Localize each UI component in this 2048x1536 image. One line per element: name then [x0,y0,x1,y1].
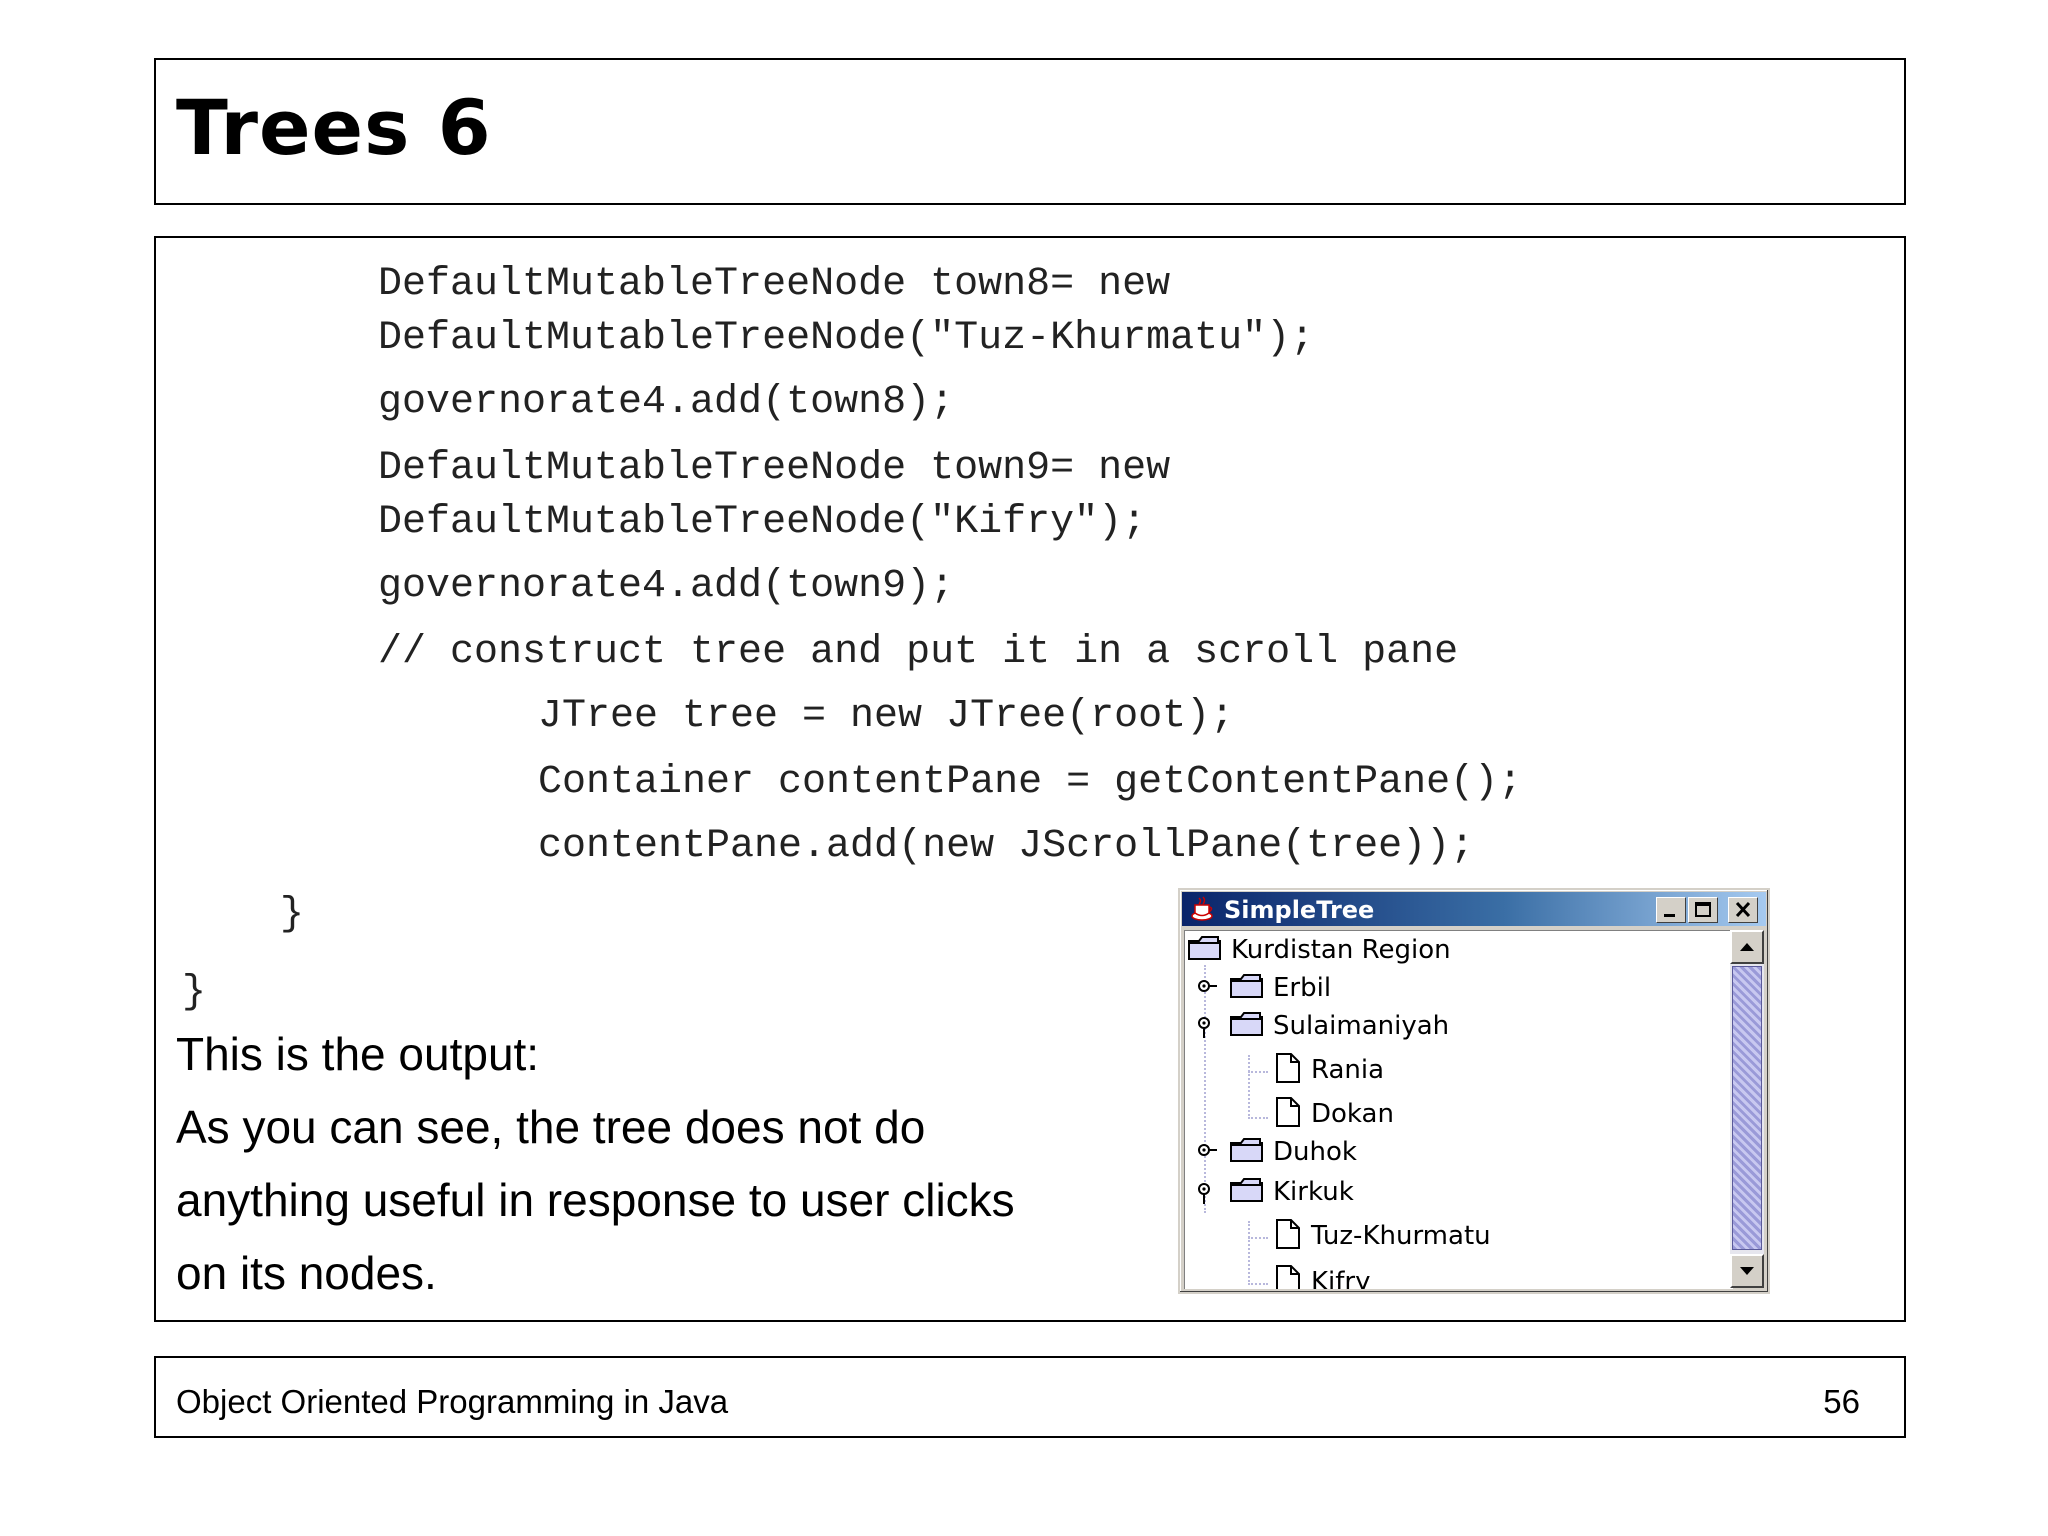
tree-node-erbil[interactable]: Erbil [1193,971,1393,1005]
simple-tree-window: SimpleTree [1178,888,1770,1294]
footer-course-title: Object Oriented Programming in Java [176,1383,729,1420]
tree-node-dokan[interactable]: Dokan [1273,1095,1473,1129]
tree-node-label: Kifry [1311,1267,1371,1289]
folder-icon [1188,936,1221,960]
tree-node-label: Duhok [1273,1137,1357,1167]
java-cup-icon [1188,895,1216,923]
minimize-icon [1664,914,1675,917]
code-comment: // construct tree and put it in a scroll… [378,630,1459,675]
tree-node-label: Tuz-Khurmatu [1311,1221,1491,1251]
tree-connector [1248,1055,1250,1119]
maximize-button[interactable] [1688,897,1718,923]
tree-connector [1248,1221,1250,1285]
code-brace: } [182,970,207,1015]
tree-node-tuz-khurmatu[interactable]: Tuz-Khurmatu [1273,1217,1533,1251]
document-icon [1276,1053,1300,1083]
tree-node-label: Rania [1311,1055,1385,1085]
page-number: 56 [1823,1383,1860,1420]
expanded-handle-icon[interactable] [1193,1009,1221,1043]
description-line: on its nodes. [176,1247,437,1299]
code-line: governorate4.add(town9); [378,564,955,609]
code-line: DefaultMutableTreeNode town9= new [378,446,1171,491]
tree-connector [1248,1237,1268,1239]
code-line: DefaultMutableTreeNode("Tuz-Khurmatu"); [378,316,1315,361]
tree-connector [1248,1117,1268,1119]
content-box: DefaultMutableTreeNode town8= new Defaul… [154,236,1906,1322]
tree-node-label: Dokan [1311,1099,1394,1129]
scroll-down-button[interactable] [1730,1254,1764,1288]
expanded-handle-icon[interactable] [1193,1175,1221,1209]
close-icon [1735,901,1751,918]
tree-node-label: Kurdistan Region [1231,935,1451,965]
tree-connector [1248,1283,1268,1285]
tree-view[interactable]: Kurdistan Region Erbil [1184,930,1733,1289]
tree-node-kirkuk[interactable]: Kirkuk [1193,1175,1393,1209]
code-line: contentPane.add(new JScrollPane(tree)); [538,824,1475,869]
window-title: SimpleTree [1224,896,1375,924]
code-brace: } [280,892,305,937]
tree-node-sulaimaniyah[interactable]: Sulaimaniyah [1193,1009,1453,1043]
folder-icon [1230,1138,1263,1162]
maximize-icon [1695,902,1711,917]
document-icon [1276,1097,1300,1127]
close-button[interactable] [1728,897,1758,923]
scroll-up-button[interactable] [1730,930,1764,964]
arrow-down-icon [1740,1267,1754,1275]
folder-icon [1230,1178,1263,1202]
description-line: This is the output: [176,1028,540,1080]
code-line: DefaultMutableTreeNode town8= new [378,262,1171,307]
slide-title: Trees 6 [176,83,492,172]
description-line: anything useful in response to user clic… [176,1174,1015,1226]
document-icon [1276,1219,1300,1249]
collapsed-handle-icon[interactable] [1193,1135,1221,1165]
footer-box: Object Oriented Programming in Java 56 [154,1356,1906,1438]
minimize-button[interactable] [1656,897,1686,923]
arrow-up-icon [1740,943,1754,951]
folder-icon [1230,974,1263,998]
tree-node-label: Erbil [1273,973,1332,1003]
vertical-scrollbar[interactable] [1730,930,1764,1288]
scroll-thumb[interactable] [1732,966,1762,1250]
title-box: Trees 6 [154,58,1906,205]
document-icon [1276,1265,1300,1289]
tree-node-rania[interactable]: Rania [1273,1051,1473,1085]
code-line: Container contentPane = getContentPane()… [538,760,1523,805]
tree-node-root[interactable]: Kurdistan Region [1187,933,1487,967]
folder-icon [1230,1012,1263,1036]
collapsed-handle-icon[interactable] [1193,971,1221,1001]
tree-node-label: Kirkuk [1273,1177,1354,1207]
tree-connector [1248,1071,1268,1073]
window-titlebar[interactable]: SimpleTree [1182,892,1766,926]
code-line: DefaultMutableTreeNode("Kifry"); [378,500,1147,545]
tree-node-label: Sulaimaniyah [1273,1011,1450,1041]
code-line: JTree tree = new JTree(root); [538,694,1235,739]
description-line: As you can see, the tree does not do [176,1101,926,1153]
tree-node-kifry[interactable]: Kifry [1273,1263,1473,1289]
code-line: governorate4.add(town8); [378,380,955,425]
tree-node-duhok[interactable]: Duhok [1193,1135,1393,1169]
tree-connector [1204,965,1206,1213]
